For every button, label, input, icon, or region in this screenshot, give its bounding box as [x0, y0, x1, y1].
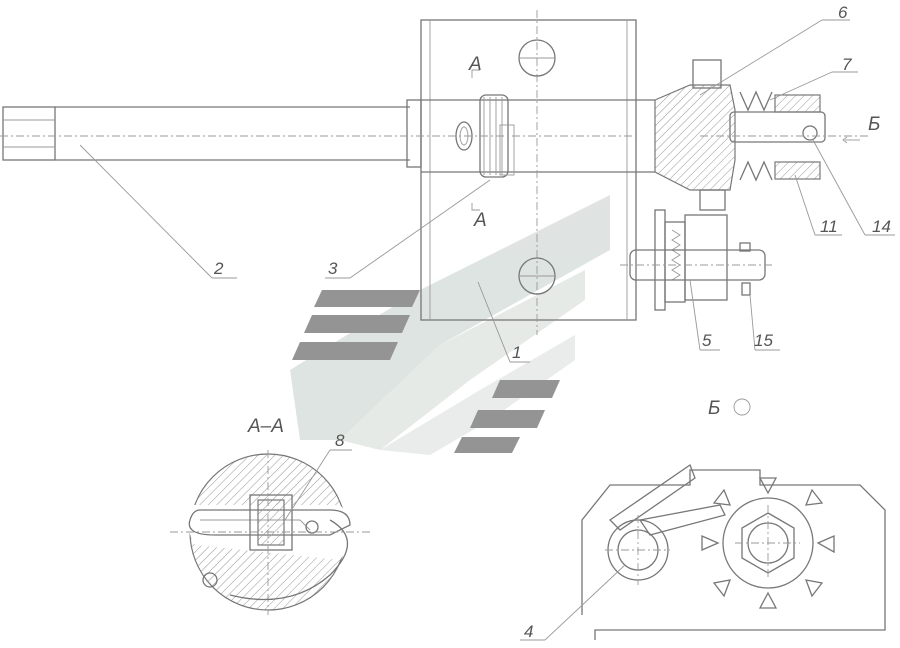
callout-4: 4: [524, 622, 533, 641]
callout-8: 8: [335, 431, 345, 450]
section-title-aa: A–A: [247, 416, 284, 437]
shaft-part-2: [2, 99, 422, 168]
section-mark-a-top: A: [468, 54, 482, 75]
callout-6: 6: [838, 3, 848, 22]
callout-7: 7: [842, 55, 852, 74]
section-mark-a-bottom: A: [473, 210, 487, 231]
callout-5: 5: [702, 331, 712, 350]
latch-mechanism-part-5: [620, 209, 775, 311]
view-mark-b-arrow: Б: [868, 114, 880, 135]
callout-14: 14: [872, 217, 891, 236]
housing-part-1: [0, 10, 640, 335]
callout-15: 15: [754, 331, 773, 350]
callout-11: 11: [820, 217, 838, 236]
leader-lines: [79, 19, 895, 641]
view-b-ratchet: [581, 398, 886, 640]
view-title-b: Б: [708, 398, 720, 419]
callout-2: 2: [213, 259, 224, 278]
bushing-assembly-part-6: [636, 59, 870, 211]
callout-1: 1: [512, 343, 521, 362]
watermark-logo: [290, 195, 610, 455]
section-a-a-view: [170, 450, 370, 615]
callout-3: 3: [328, 259, 338, 278]
